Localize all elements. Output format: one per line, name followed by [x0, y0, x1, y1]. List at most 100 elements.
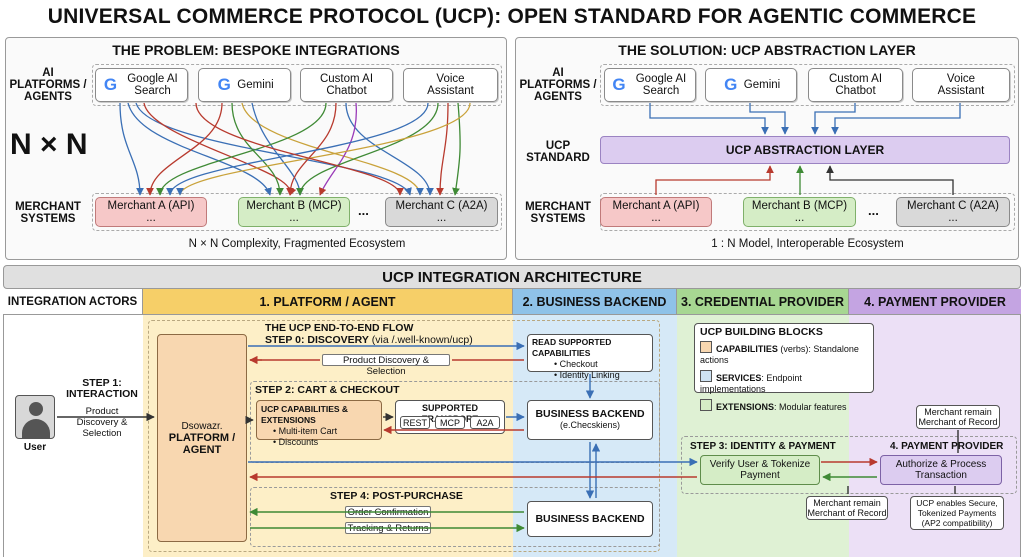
step0-sub: (via /.well-known/ucp) — [371, 334, 473, 346]
step1-arrow-label: Product Discovery & Selection — [64, 406, 140, 439]
step4-group — [250, 487, 660, 547]
solution-merchant-wires — [655, 165, 954, 195]
extensions-swatch — [700, 399, 712, 411]
col-header-platform: 1. PLATFORM / AGENT — [143, 289, 513, 315]
business-backend-1-title: BUSINESS BACKEND — [535, 408, 645, 420]
solution-standard-label: UCP STANDARD — [526, 140, 590, 164]
solution-platform-custom-chatbot: Custom AI Chatbot — [808, 68, 903, 102]
transport-a2a-badge: A2A — [470, 416, 500, 429]
problem-platform-row — [92, 64, 502, 106]
capabilities-extensions-title: UCP CAPABILITIES & EXTENSIONS — [261, 404, 349, 425]
wire — [749, 103, 789, 135]
step3-label: STEP 3: IDENTITY & PAYMENT — [690, 441, 836, 452]
problem-platform-voice-assistant: Voice Assistant — [403, 68, 498, 102]
platform-agent-line1: Dsowazr. — [181, 420, 223, 432]
solution-merchant-ellipsis: ... — [868, 203, 879, 218]
architecture-title: UCP INTEGRATION ARCHITECTURE — [3, 265, 1021, 289]
building-blocks-box: UCP BUILDING BLOCKS CAPABILITIES (verbs)… — [694, 323, 874, 412]
building-block-extensions: EXTENSIONS: Modular features — [700, 399, 868, 413]
wire — [127, 102, 272, 196]
capabilities-swatch — [700, 341, 712, 353]
wire — [318, 102, 357, 196]
wire — [119, 102, 144, 196]
solution-platforms-label: AI PLATFORMS / AGENTS — [519, 67, 597, 103]
wire — [166, 102, 429, 196]
problem-merchant-b: Merchant B (MCP)... — [238, 197, 350, 227]
nxn-wires — [119, 102, 471, 196]
caps-ext-item: • Multi-item Cart — [273, 426, 338, 436]
wire — [345, 102, 434, 196]
wire — [176, 102, 471, 196]
capabilities-extensions-box: UCP CAPABILITIES & EXTENSIONS • Multi-it… — [256, 400, 382, 447]
solution-platform-voice-assistant: Voice Assistant — [912, 68, 1010, 102]
solution-merchant-a: Merchant A (API)... — [600, 197, 712, 227]
business-backend-1-sub: (e.Checskiens) — [559, 420, 621, 430]
wire — [826, 165, 954, 195]
ucp-abstraction-layer: UCP ABSTRACTION LAYER — [600, 136, 1010, 164]
payment-provider-step-label: 4. PAYMENT PROVIDER — [890, 441, 1004, 452]
read-cap-item: • Checkout — [554, 359, 598, 369]
merchant-of-record-top: Merchant remain Merchant of Record — [916, 405, 1000, 429]
google-g-icon: G — [217, 75, 231, 94]
col-header-payment: 4. PAYMENT PROVIDER — [849, 289, 1021, 315]
step1-label: STEP 1: INTERACTION — [66, 377, 138, 400]
step0-line: STEP 0: DISCOVERY (via /.well-known/ucp) — [265, 334, 473, 346]
problem-heading: THE PROBLEM: BESPOKE INTEGRATIONS — [112, 42, 400, 58]
problem-caption: N × N Complexity, Fragmented Ecosystem — [188, 238, 406, 250]
solution-merchant-b: Merchant B (MCP)... — [743, 197, 856, 227]
wire — [146, 102, 223, 196]
wire — [811, 103, 856, 135]
wire — [156, 102, 327, 196]
platform-agent-line2: PLATFORM / AGENT — [168, 431, 236, 456]
wire — [655, 165, 774, 195]
merchant-of-record-bottom: Merchant remain Merchant of Record — [806, 496, 888, 520]
wire — [649, 103, 769, 135]
col-header-backend: 2. BUSINESS BACKEND — [513, 289, 677, 315]
read-capabilities-title: READ SUPPORTED CAPABILITIES — [532, 337, 612, 358]
business-backend-box-2: BUSINESS BACKEND — [527, 501, 653, 537]
discovery-arrow-label: Product Discovery & Selection — [322, 354, 450, 377]
solution-merchants-label: MERCHANT SYSTEMS — [525, 201, 591, 225]
building-block-services: SERVICES: Endpoint implementations — [700, 370, 868, 395]
problem-platforms-label: AI PLATFORMS / AGENTS — [9, 67, 87, 103]
step4-label: STEP 4: POST-PURCHASE — [330, 490, 463, 502]
solution-caption: 1 : N Model, Interoperable Ecosystem — [711, 238, 904, 250]
col-header-credential: 3. CREDENTIAL PROVIDER — [677, 289, 849, 315]
platform-agent-box: Dsowazr. PLATFORM / AGENT — [157, 334, 247, 542]
transport-rest-badge: REST — [400, 416, 430, 429]
secure-payments-note: UCP enables Secure, Tokenized Payments (… — [910, 496, 1004, 530]
business-backend-box-1: BUSINESS BACKEND (e.Checskiens) — [527, 400, 653, 440]
caps-ext-item: • Discounts — [273, 437, 319, 447]
user-avatar-icon — [15, 395, 55, 439]
wire — [452, 102, 461, 196]
solution-up-wires — [649, 103, 961, 135]
problem-merchant-a: Merchant A (API)... — [95, 197, 207, 227]
step3-group — [681, 436, 1017, 494]
user-label: User — [23, 442, 47, 453]
google-g-icon: G — [103, 75, 118, 94]
wire — [195, 102, 404, 196]
wire — [231, 102, 284, 196]
architecture-arrows — [57, 341, 959, 533]
google-g-icon: G — [612, 75, 626, 94]
nxn-label: N × N — [10, 128, 88, 161]
solution-heading: THE SOLUTION: UCP ABSTRACTION LAYER — [618, 42, 916, 58]
solution-merchant-c: Merchant C (A2A)... — [896, 197, 1010, 227]
col-header-actors: INTEGRATION ACTORS — [3, 289, 143, 315]
problem-merchant-ellipsis: ... — [358, 203, 369, 218]
solution-platform-row — [600, 64, 1015, 106]
problem-merchants-label: MERCHANT SYSTEMS — [15, 201, 81, 225]
main-title: UNIVERSAL COMMERCE PROTOCOL (UCP): OPEN … — [47, 5, 977, 28]
problem-platform-custom-chatbot: Custom AI Chatbot — [300, 68, 393, 102]
authorize-process-box: Authorize & Process Transaction — [880, 455, 1002, 485]
verify-tokenize-box: Verify User & Tokenize Payment — [700, 455, 820, 485]
flow-title: THE UCP END-TO-END FLOW — [265, 322, 414, 334]
services-swatch — [700, 370, 712, 382]
building-blocks-title: UCP BUILDING BLOCKS — [700, 326, 823, 338]
problem-merchant-c: Merchant C (A2A)... — [385, 197, 498, 227]
